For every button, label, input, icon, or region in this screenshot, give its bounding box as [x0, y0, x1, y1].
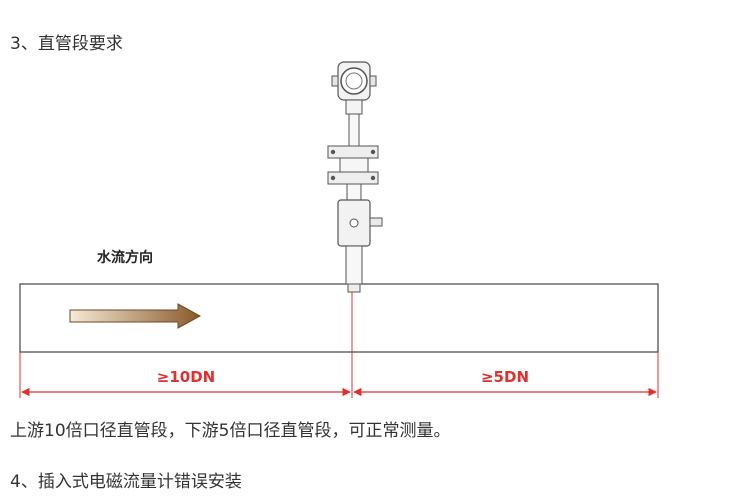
flowmeter-icon	[327, 61, 383, 293]
section-4-heading: 4、插入式电磁流量计错误安装	[10, 472, 242, 492]
flow-arrow	[69, 303, 202, 329]
section-3-heading: 3、直管段要求	[10, 34, 123, 54]
upstream-length-label: ≥10DN	[157, 368, 215, 386]
flow-direction-label: 水流方向	[97, 249, 153, 266]
downstream-length-label: ≥5DN	[481, 368, 529, 386]
straight-pipe-caption: 上游10倍口径直管段，下游5倍口径直管段，可正常测量。	[10, 421, 451, 441]
